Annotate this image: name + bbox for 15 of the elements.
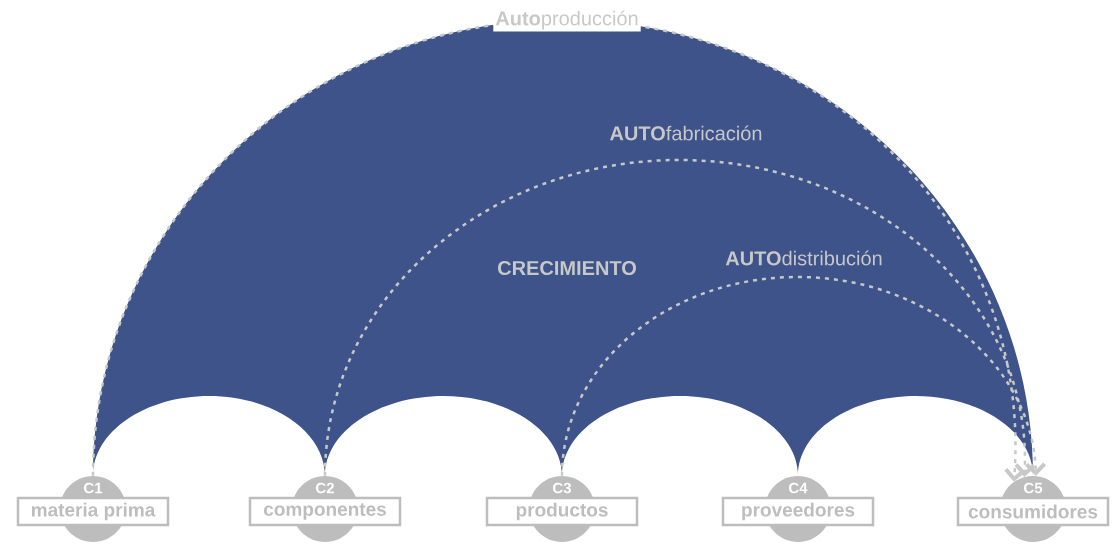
node-number: C4 (789, 482, 808, 494)
arrow (323, 158, 1036, 477)
edge-label: AUTOdistribución (725, 250, 882, 266)
name-label: componentes (248, 496, 402, 527)
name-label: consumidores (956, 496, 1110, 527)
edge-label: AUTOfabricación (610, 125, 762, 141)
name-label: productos (485, 496, 639, 527)
node-number: C2 (316, 482, 334, 494)
name-label: proveedores (721, 496, 875, 527)
node-number: C5 (1024, 482, 1043, 494)
node-number: C1 (84, 482, 103, 494)
name-label: materia prima (16, 496, 170, 527)
arch-label: CRECIMIENTO (498, 260, 636, 276)
arrow (560, 275, 1047, 476)
node-number: C3 (553, 482, 572, 494)
